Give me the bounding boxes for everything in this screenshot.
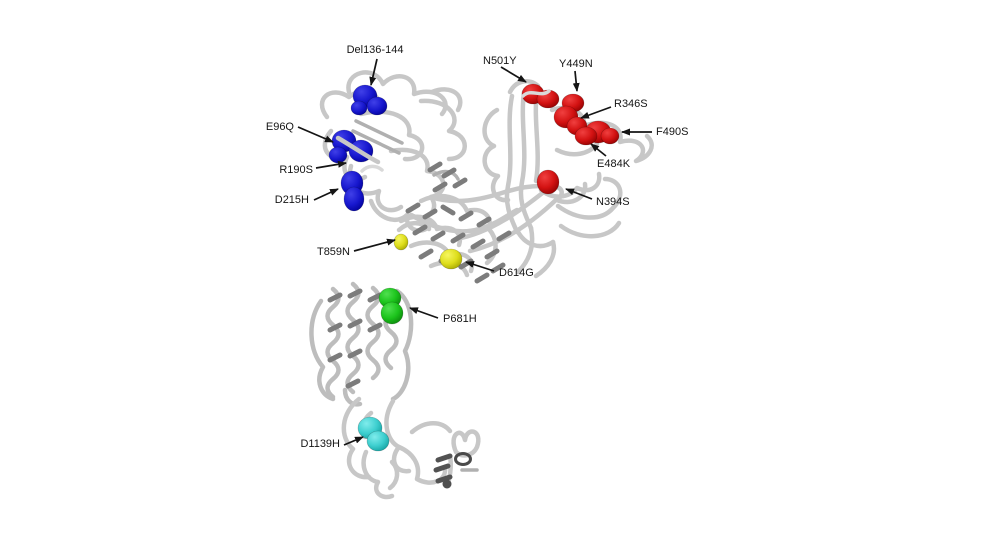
ribbon-segment: [433, 453, 453, 484]
mutation-site-d614g: [439, 248, 463, 270]
ribbon-segment: [325, 286, 341, 400]
arrow-r346s: [580, 106, 612, 119]
ribbon-segment: [453, 188, 548, 242]
mutation-label-f490s: F490S: [656, 126, 688, 138]
ribbon-connectors: [396, 176, 623, 279]
ribbon-ring: [454, 452, 472, 466]
mutation-site-d215h: [343, 186, 365, 212]
ribbon-helix-bundle: [309, 281, 414, 407]
mutation-label-n501y: N501Y: [483, 55, 517, 67]
arrow-e484k: [590, 143, 607, 157]
mutation-label-r346s: R346S: [614, 98, 648, 110]
mutation-site-d1139h: [366, 430, 390, 452]
mutation-site-del136-144: [366, 96, 388, 116]
ribbon-segment: [467, 195, 561, 254]
ribbon-segment: [354, 119, 404, 145]
ribbon-segment: [390, 288, 414, 402]
arrow-n501y: [500, 66, 527, 83]
ribbon-segment: [518, 89, 534, 231]
mutation-label-r190s: R190S: [279, 164, 313, 176]
mutation-label-d1139h: D1139H: [300, 438, 340, 450]
ribbon-loops-bottom: [341, 396, 481, 500]
mutation-site-t859n: [393, 233, 409, 251]
mutation-label-t859n: T859N: [317, 246, 350, 258]
arrow-y449n: [572, 70, 580, 92]
mutation-site-n394s: [536, 169, 560, 195]
mutation-label-e96q: E96Q: [266, 121, 295, 133]
mutation-site-p681h: [380, 301, 404, 325]
ribbon-segment: [346, 70, 448, 117]
ribbon-segment: [409, 421, 453, 435]
ribbon-segment: [396, 444, 448, 485]
ribbon-segment: [555, 176, 623, 220]
arrow-d614g: [465, 261, 495, 272]
ribbon-tail-dark: [433, 452, 472, 489]
ribbon-segment: [514, 227, 556, 249]
ribbon-helix-shading: [327, 161, 512, 389]
ribbon-segment: [533, 88, 540, 184]
ribbon-segment: [418, 98, 467, 162]
mutation-site-e484k: [574, 126, 598, 146]
arrow-r190s: [315, 160, 347, 169]
mutation-site-e96q: [328, 146, 348, 164]
ribbon-segment: [327, 288, 383, 389]
arrow-e96q: [297, 126, 334, 143]
ribbon-segment: [341, 396, 372, 480]
ribbon-segment: [515, 225, 535, 275]
ribbon-segment: [429, 87, 463, 113]
ribbon-segment: [558, 220, 622, 239]
ribbon-segment: [533, 239, 557, 279]
mutation-site-del136-144: [350, 100, 368, 116]
ribbon-segment: [538, 171, 602, 199]
ribbon-segment: [360, 164, 384, 173]
ribbon-segment: [335, 135, 381, 165]
ribbon-segment: [554, 141, 600, 157]
ribbon-segment: [384, 398, 412, 474]
mutation-sites: [328, 83, 620, 452]
ribbon-segment: [351, 129, 401, 155]
arrow-p681h: [409, 307, 439, 319]
arrow-d1139h: [343, 436, 364, 446]
ribbon-segment: [309, 298, 336, 402]
mutation-label-e484k: E484K: [597, 158, 631, 170]
ribbon-segment: [504, 93, 520, 235]
ribbon-segment: [342, 387, 363, 407]
ribbon-tail-knob: [442, 479, 452, 489]
mutation-label-n394s: N394S: [596, 196, 630, 208]
arrow-t859n: [353, 238, 396, 252]
ribbon-segment: [484, 226, 498, 266]
ribbon-segment: [345, 281, 361, 395]
arrow-n394s: [565, 188, 593, 200]
mutation-label-p681h: P681H: [443, 313, 477, 325]
ribbon-overlays: [335, 89, 551, 173]
arrow-del136-144: [369, 58, 378, 86]
mutation-label-d215h: D215H: [275, 194, 309, 206]
ribbon-segment: [428, 183, 543, 204]
ribbon-segment: [361, 449, 395, 500]
ribbon-segment: [482, 107, 511, 203]
mutation-label-d614g: D614G: [499, 267, 534, 279]
ribbon-segment: [521, 89, 551, 98]
mutation-label-del136-144: Del136-144: [347, 44, 404, 56]
ribbon-segment: [451, 429, 481, 458]
mutation-label-y449n: Y449N: [559, 58, 593, 70]
ribbon-segment: [365, 285, 381, 381]
mutation-site-f490s: [600, 127, 620, 145]
arrow-d215h: [313, 188, 339, 201]
